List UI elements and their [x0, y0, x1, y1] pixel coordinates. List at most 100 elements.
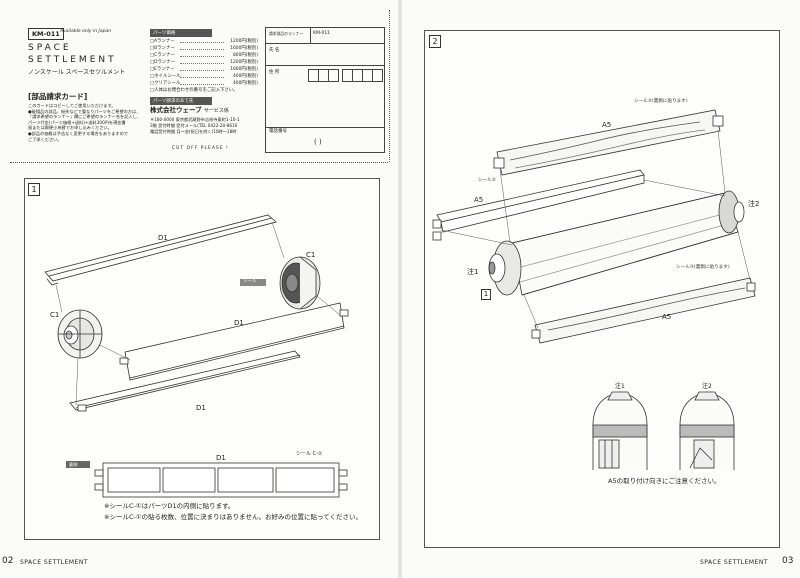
d1-panel-top: [44, 214, 277, 286]
footer-title-left: SPACE SETTLEMENT: [20, 559, 89, 566]
parts-dots: [180, 49, 224, 50]
inner-step-badge: 1: [481, 289, 491, 300]
parts-row[interactable]: □人体はお問合わせの番号をご記入下さい。: [150, 87, 258, 94]
parts-name: □人体はお問合わせの番号をご記入下さい。: [150, 88, 238, 93]
form-address-label: 住 所: [269, 70, 280, 75]
seal-left-label: シール②: [478, 178, 496, 183]
parts-name: □クリアシール: [150, 81, 181, 86]
assembly-guides: [55, 221, 341, 406]
form-address-row[interactable]: 住 所: [266, 65, 384, 128]
form-phone-paren: ( ): [314, 138, 322, 146]
cut-line-horizontal: [10, 162, 388, 163]
parts-name: □Bランナー: [150, 46, 175, 51]
detail-drawing-1: [592, 391, 648, 470]
parts-name: □Cランナー: [150, 53, 175, 58]
parts-price: 1200円(税別): [230, 60, 258, 65]
cylinder-end-right: [718, 190, 745, 234]
step-2-caption: A5の取り付け向きにご注意ください。: [608, 477, 721, 485]
parts-name: □ホイルシール: [150, 74, 181, 79]
parts-price: 400円(税別): [233, 74, 258, 79]
parts-price: 1600円(税別): [230, 67, 258, 72]
step-2-number: 2: [429, 35, 441, 48]
card-note-line: 「請求希望のランナー」欄にご希望のランナー名を記入し、: [28, 114, 141, 120]
d1-detail-frame: [94, 462, 348, 498]
d1-panel-middle: [119, 302, 349, 381]
detail-drawing-2: [679, 391, 735, 470]
card-note-line: ●部品の価格は予告なく変更する場合もありますので: [28, 130, 128, 136]
parts-dots: [180, 70, 224, 71]
parts-name: □Eランナー: [150, 67, 175, 72]
card-note-line: ●破損品の部品、紛失などで重なりパーツをご希望の方は、: [28, 108, 141, 114]
form-phone-row[interactable]: 電話番号 ( ): [266, 127, 384, 152]
label-d1-bottom: D1: [196, 404, 206, 412]
hub-detail-badge-bg: [240, 279, 266, 286]
c1-hub-right: [279, 256, 321, 310]
step-1-number: 1: [28, 183, 40, 196]
step-1-note-1: ※シールC-①はパーツD1の内側に貼ります。: [104, 502, 235, 510]
postal-code-cell[interactable]: [372, 69, 383, 82]
hub-detail-badge: シール: [243, 279, 257, 284]
parts-price: 400円(税別): [233, 81, 258, 86]
parts-row[interactable]: □Eランナー 1600円(税別): [150, 66, 258, 73]
form-runner-label-cell: 請求部品のランナー: [266, 28, 311, 43]
note-1-marker: 注1: [467, 268, 479, 276]
form-runner-value: KM-011: [313, 31, 331, 36]
form-name-label: 氏 名: [269, 48, 280, 53]
a5-left-label: A5: [474, 196, 484, 204]
card-note-line: このカードはコピーしてご使用いただけます。: [28, 103, 116, 108]
company-name-text: 株式会社ウェーブ: [150, 106, 202, 114]
kit-code: KM-011: [28, 28, 64, 40]
company-name: 株式会社ウェーブ サービス係: [150, 107, 229, 114]
detail-note-1: 注1: [615, 383, 625, 390]
form-name-row[interactable]: 氏 名: [266, 43, 384, 66]
a5-panel-bottom: [531, 277, 756, 344]
a5-bottom-label: A5: [662, 313, 672, 321]
label-d1-detail: D1: [216, 454, 226, 462]
page-gutter: [398, 0, 402, 578]
cut-line-vertical: [389, 10, 390, 162]
contact-header: パーツ請求のあて先: [150, 97, 212, 105]
d1-panel-bottom: [69, 350, 301, 412]
parts-dots: [180, 63, 224, 64]
brand-title: SPACE SETTLEMENT: [28, 42, 117, 66]
postal-code-cell[interactable]: [328, 69, 339, 82]
address-line: 〒180-0000 東京都武蔵野市吉祥寺東町1-10-1: [150, 117, 240, 122]
seal-bottom-label: シール③(裏側に貼ります): [676, 265, 730, 270]
card-title: [部品請求カード]: [28, 92, 88, 101]
availability-note: Available only in Japan: [60, 29, 112, 34]
address-line: 電話受付時間 月〜金(祝日を除く)10時〜18時: [150, 129, 237, 134]
note-2-marker: 注2: [748, 200, 760, 208]
parts-dots: [180, 42, 224, 43]
parts-row[interactable]: □Cランナー 800円(税別): [150, 52, 258, 59]
parts-dots: [180, 56, 224, 57]
step-1-note-2: ※シールC-①の貼る枚数、位置に決まりはありません。お好みの位置に貼ってください…: [104, 513, 362, 521]
form-phone-label: 電話番号: [269, 129, 287, 134]
parts-price: 1200円(税別): [230, 39, 258, 44]
card-notes: このカードはコピーしてご使用いただけます。●破損品の部品、紛失などで重なりパーツ…: [28, 103, 146, 142]
page-number-left: 02: [2, 556, 14, 566]
a5-panel-left: [432, 169, 645, 241]
label-d1-middle: D1: [234, 319, 244, 327]
parts-price: 800円(税別): [233, 53, 258, 58]
card-note-line: パーツ代金(パーツ価格+送料)+送料300円を現金書: [28, 119, 126, 125]
a5-panel-top: [493, 109, 724, 176]
sticker-label: シール C-①: [296, 451, 323, 457]
card-note-line: 留または郵便小為替でお申し込みください。: [28, 125, 112, 131]
cylinder-end-left: [488, 240, 522, 296]
parts-row[interactable]: □クリアシール 400円(税別): [150, 80, 258, 87]
company-suffix: サービス係: [203, 108, 229, 114]
label-d1-top: D1: [158, 234, 168, 242]
parts-row[interactable]: □ホイルシール 400円(税別): [150, 73, 258, 80]
main-cylinder: [511, 192, 739, 296]
form-runner-row: 請求部品のランナー KM-011: [266, 28, 384, 44]
brand-line-2: SETTLEMENT: [28, 55, 117, 65]
cut-off-label: CUT OFF PLEASE !: [172, 146, 229, 151]
product-subtitle: ノンスケール スペースセツルメント: [28, 69, 126, 76]
a5-top-label: A5: [602, 121, 612, 129]
